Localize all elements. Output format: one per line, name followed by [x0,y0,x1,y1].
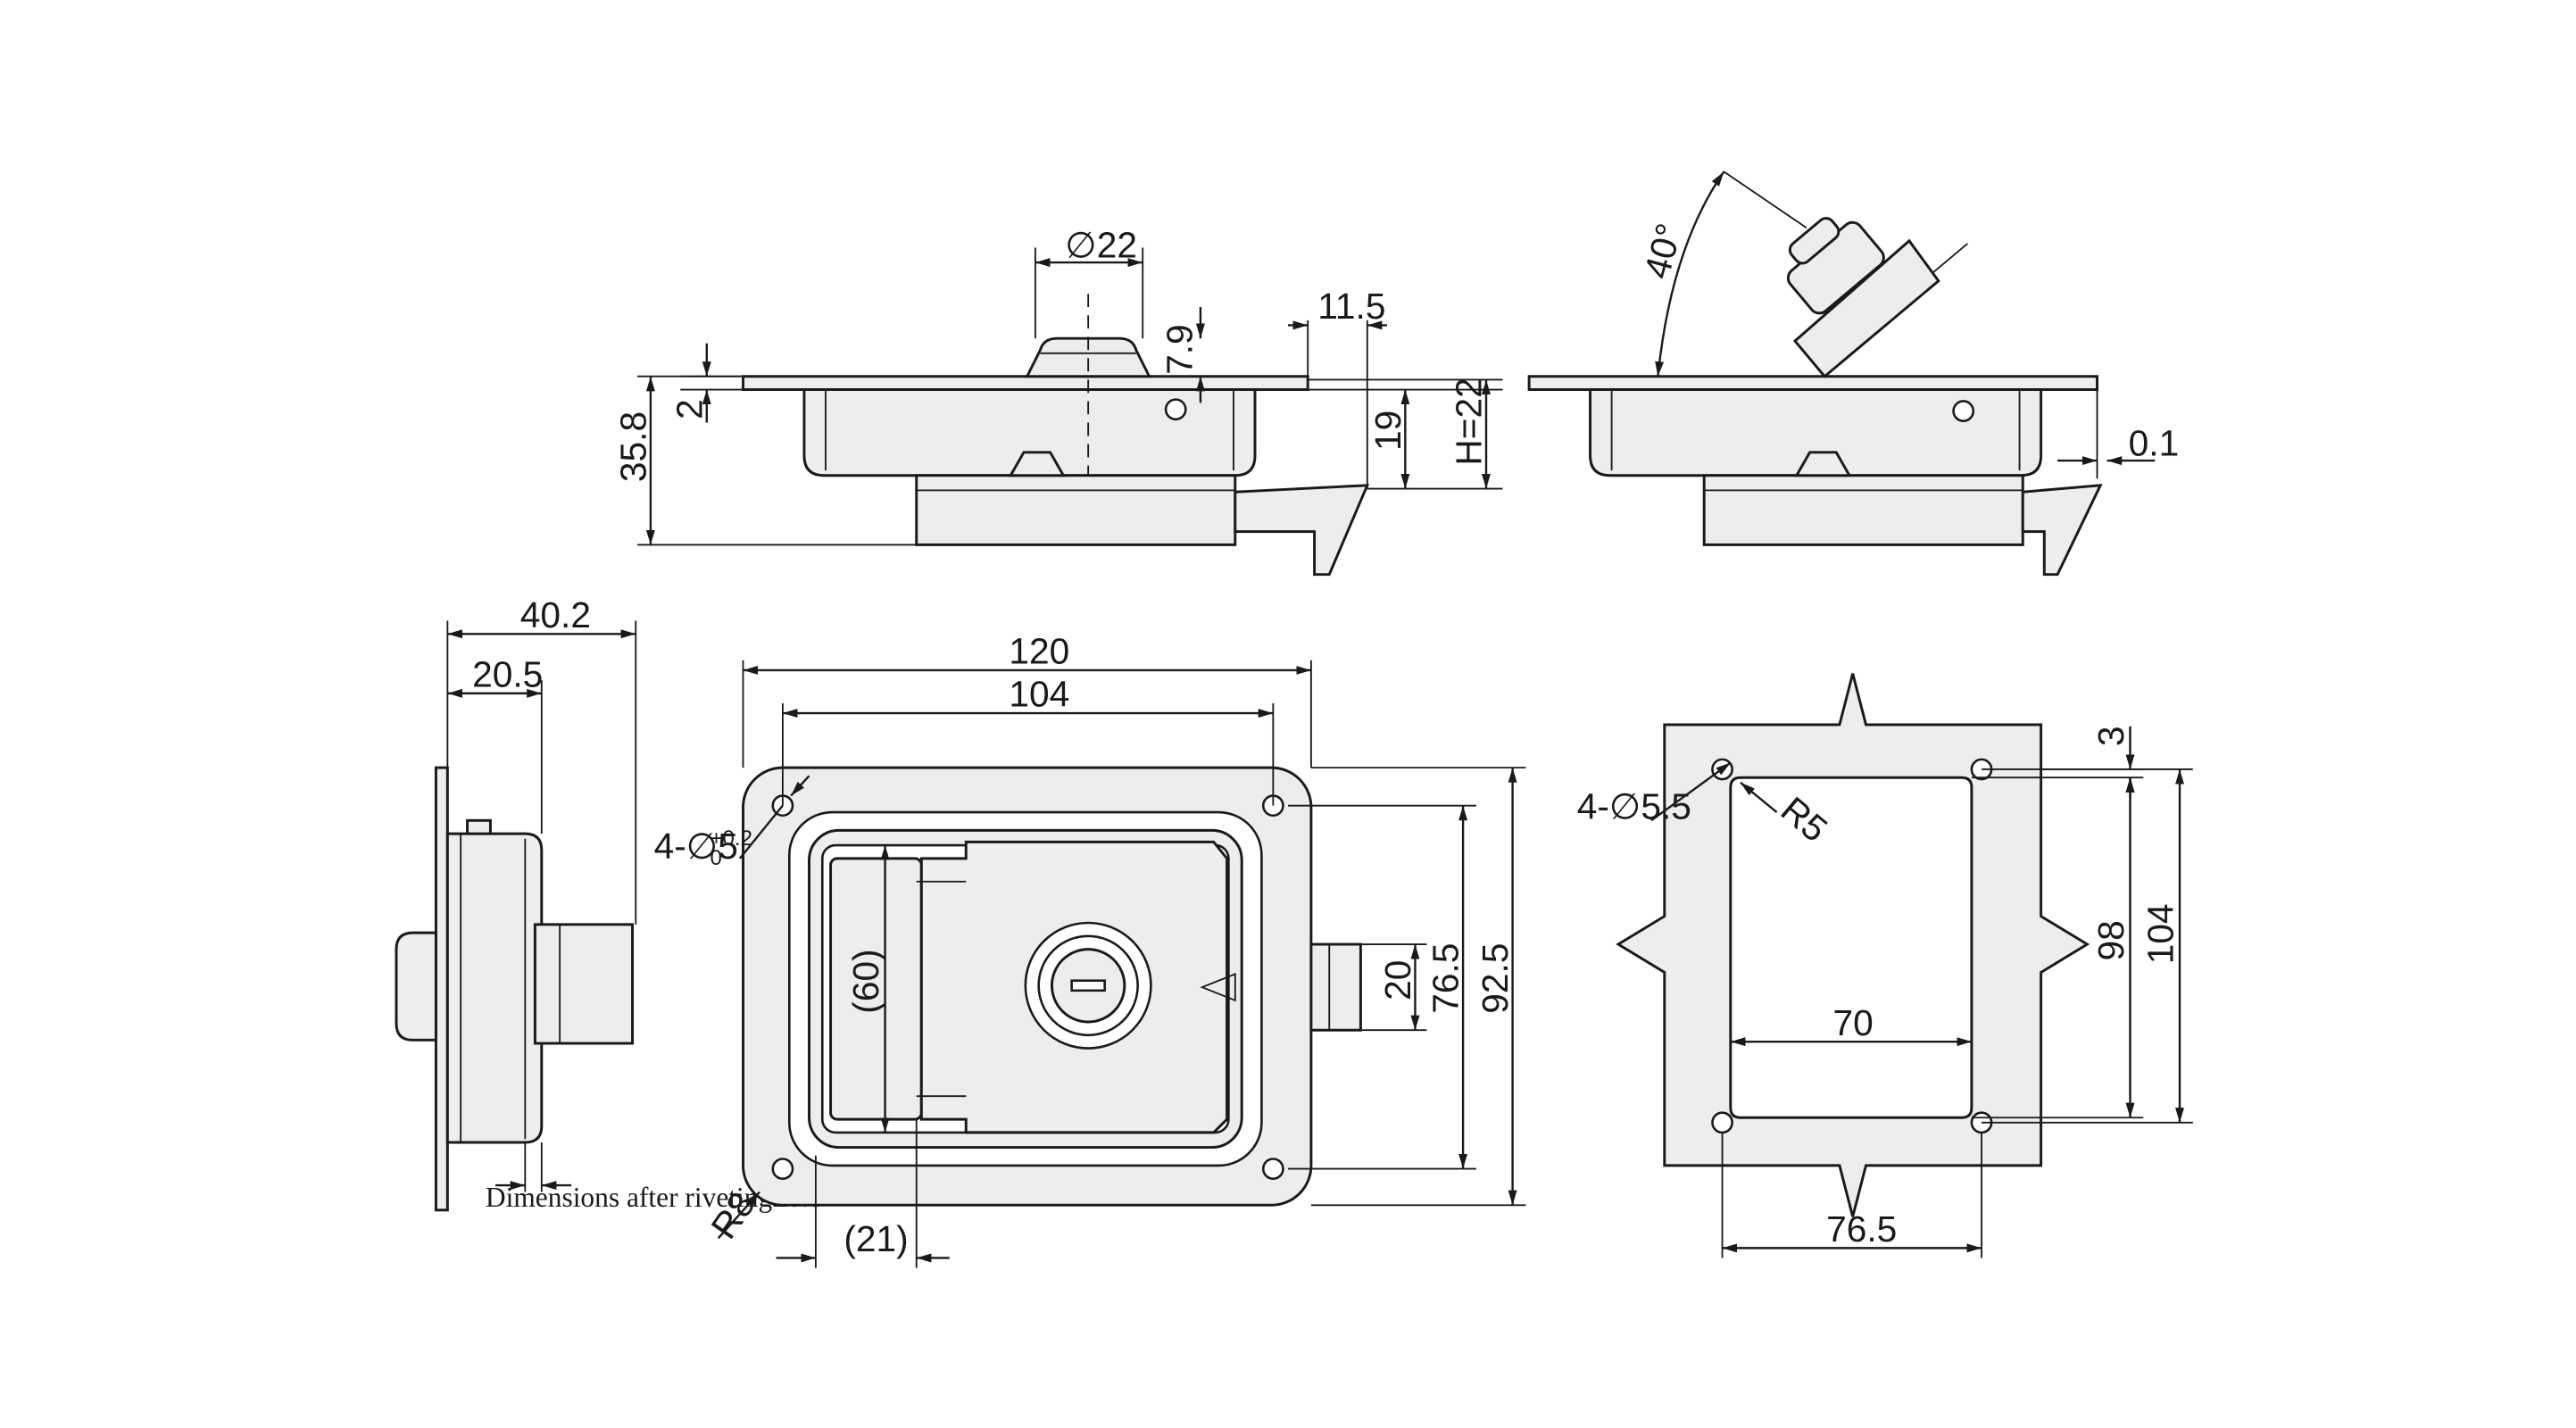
dim-76-5-cutout: 76.5 [1826,1208,1897,1250]
dim-19: 19 [1367,411,1408,451]
dim-h-22: H=22 [1448,378,1489,465]
dim-76-5: 76.5 [1425,943,1467,1014]
side-view: 40.2 20.5 Dimensions after riveting≤0.8 [395,594,823,1213]
cutout-hole-callout: 4-∅5.5 [1577,785,1691,826]
dim-21: (21) [843,1218,908,1259]
cutout-view: 4-∅5.5 R5 3 98 104 70 76.5 [1577,673,2193,1258]
dim-2: 2 [669,399,710,419]
dim-104: 104 [1009,674,1069,715]
dim-104-cutout: 104 [2140,903,2181,964]
dim-3: 3 [2090,726,2131,746]
dim-98: 98 [2090,920,2131,960]
dim-70: 70 [1833,1002,1874,1043]
open-elevation-view: 40° 0.1 [1527,170,2180,577]
dim-0-1: 0.1 [2129,423,2180,464]
dim-92-5: 92.5 [1475,943,1516,1014]
front-hole-tol-lower: 0 [710,846,722,870]
dim-20: 20 [1377,960,1418,1000]
dim-angle-40: 40° [1636,219,1690,282]
dim-60: (60) [845,949,886,1013]
front-view: 120 104 4-∅5 +0.2 0 (60) 20 76.5 92.5 R8 [654,631,1526,1268]
dim-35-8: 35.8 [612,411,653,482]
dim-40-2: 40.2 [520,594,591,635]
front-hole-callout: 4-∅5 [654,826,738,867]
dim-diameter-22: ∅22 [1065,225,1137,266]
dim-7-9: 7.9 [1159,324,1201,375]
dim-20-5: 20.5 [472,653,543,694]
front-hole-tol-upper: +0.2 [710,826,752,851]
dim-120: 120 [1009,631,1069,672]
dim-r5: R5 [1774,789,1835,851]
dim-11-5: 11.5 [1317,286,1385,327]
top-elevation-view: ∅22 7.9 11.5 2 35.8 19 H=22 [612,225,1503,577]
